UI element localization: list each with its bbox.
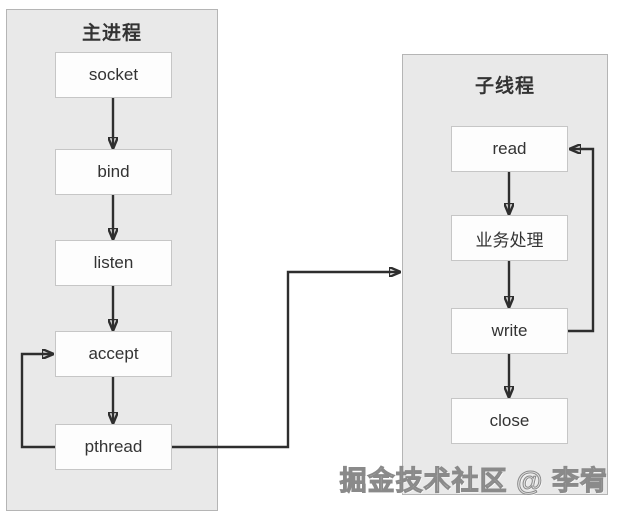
- main-process-title: 主进程: [81, 23, 142, 44]
- node-accept: accept: [55, 331, 172, 377]
- child-thread-title: 子线程: [474, 76, 535, 97]
- node-business-processing: 业务处理: [451, 215, 568, 261]
- node-bind: bind: [55, 149, 172, 195]
- node-close: close: [451, 398, 568, 444]
- node-listen: listen: [55, 240, 172, 286]
- node-write: write: [451, 308, 568, 354]
- watermark: 掘金技术社区 @ 李宥: [339, 466, 608, 497]
- node-read: read: [451, 126, 568, 172]
- node-socket: socket: [55, 52, 172, 98]
- node-pthread: pthread: [55, 424, 172, 470]
